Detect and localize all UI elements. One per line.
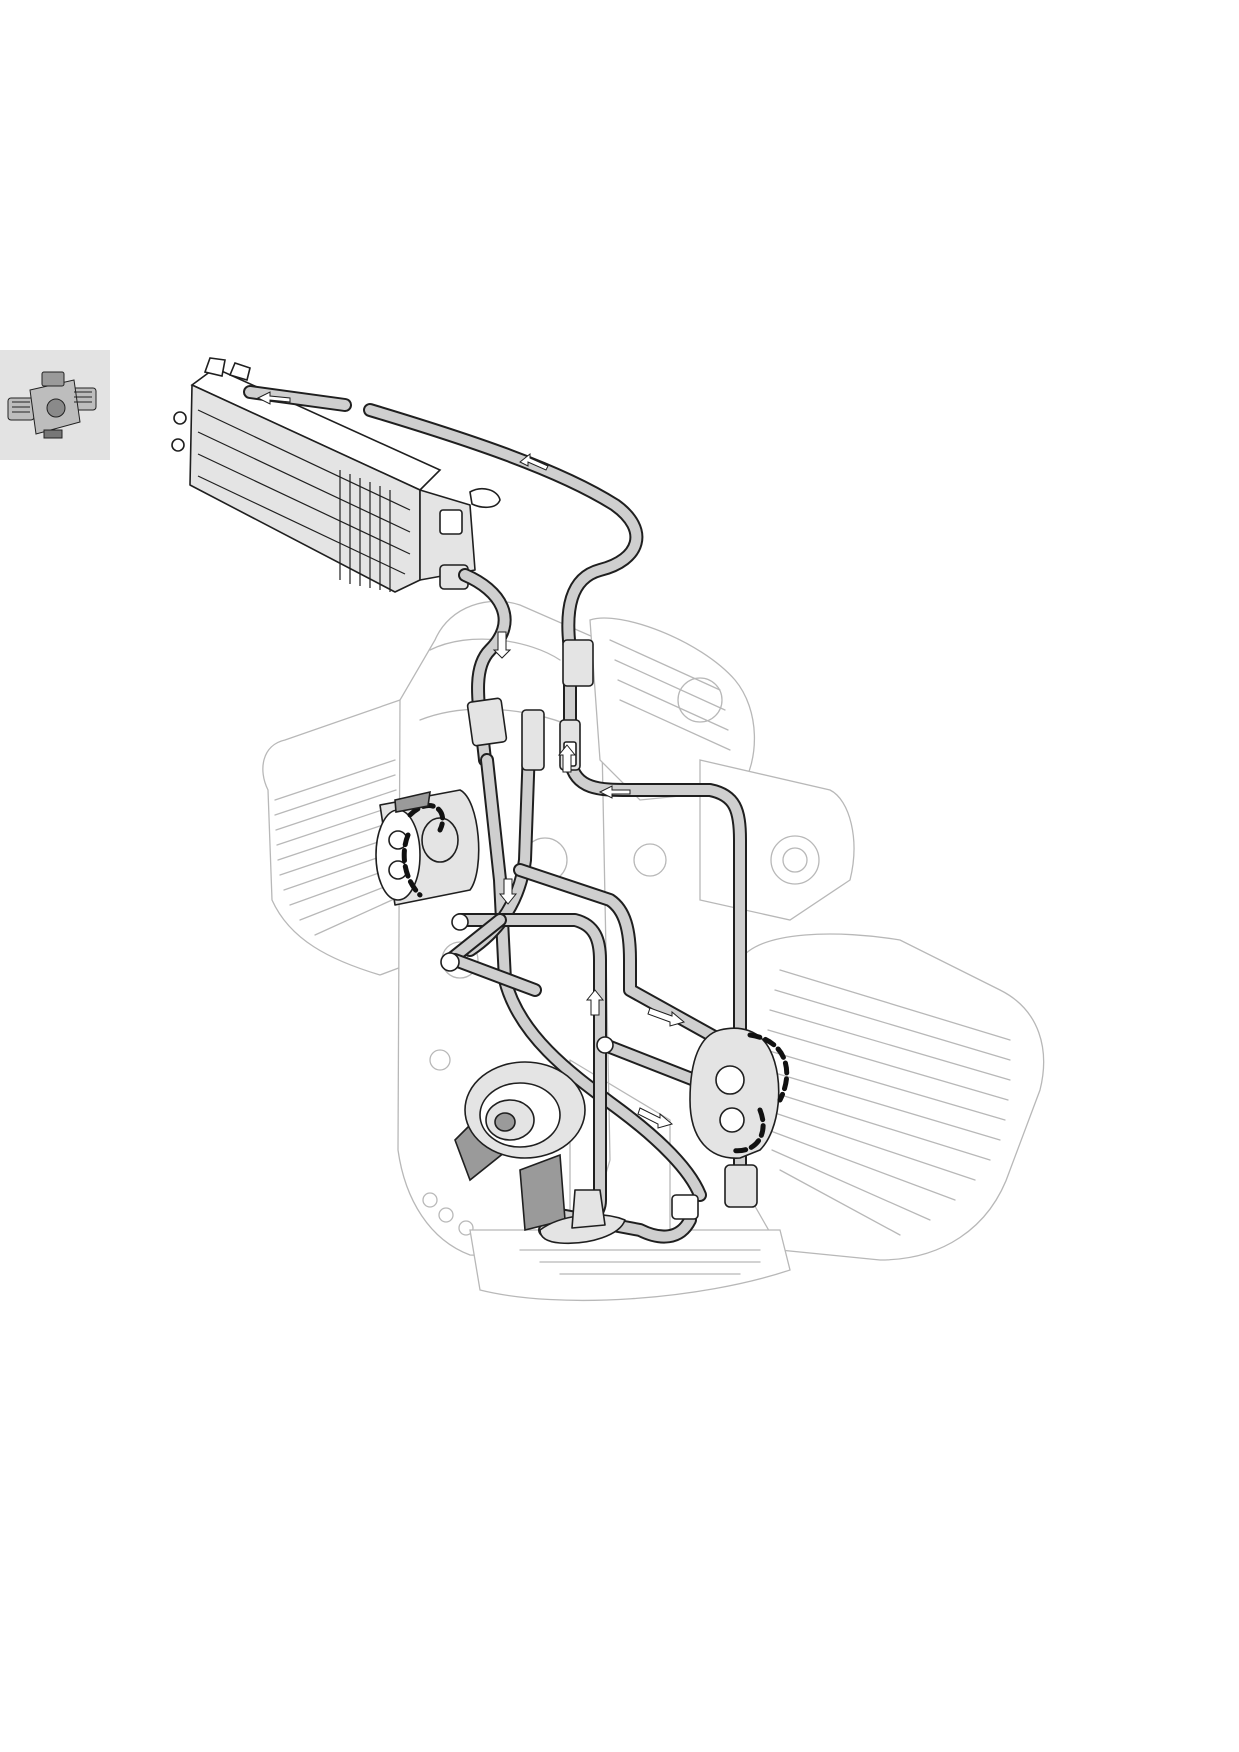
fittings — [440, 639, 758, 1220]
engine-outline — [262, 600, 1045, 1302]
oil-cooler — [171, 357, 501, 593]
flow-arrow-a7 — [647, 1007, 686, 1027]
flow-arrows — [256, 391, 686, 1129]
engine-thumbnail-icon — [7, 371, 97, 439]
flow-arrow-a6 — [585, 989, 605, 1016]
flow-arrow-a9 — [637, 1107, 674, 1129]
engine-thumbnail — [0, 350, 110, 460]
flow-arrow-a5 — [498, 878, 518, 905]
flow-arrow-a4 — [557, 744, 577, 773]
oil-filter-assembly — [454, 1061, 626, 1245]
flow-arrow-a2 — [519, 452, 549, 471]
flow-arrow-a8 — [598, 785, 631, 799]
flow-arrow-a1 — [256, 391, 291, 405]
flow-arrow-a3 — [492, 631, 512, 659]
right-oil-pump — [689, 1027, 790, 1159]
oil-lines — [243, 385, 747, 1244]
left-oil-pump — [375, 789, 480, 906]
